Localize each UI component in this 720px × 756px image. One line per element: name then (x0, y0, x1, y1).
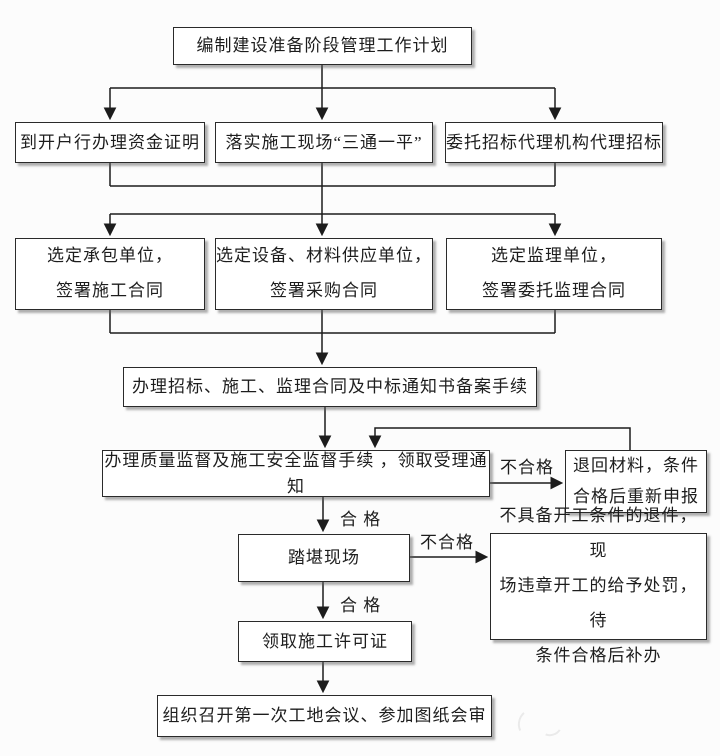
edge-plan-to-row2 (103, 65, 562, 121)
edge-row3-to-filing (109, 310, 556, 366)
edge-label-pass-2: 合 格 (340, 596, 382, 615)
edge-label-fail-2: 不合格 (420, 533, 474, 552)
node-select-contractor: 选定承包单位， 签署施工合同 (15, 238, 205, 310)
node-penalty: 不具备开工条件的退件，现 场违章开工的给予处罚，待 条件合格后补办 (490, 506, 707, 665)
node-fund-certificate: 到开户行办理资金证明 (15, 122, 205, 163)
edge-label-fail-1: 不合格 (500, 458, 554, 477)
node-construction-permit: 领取施工许可证 (238, 621, 412, 662)
edge-row2-to-row3 (103, 163, 562, 237)
edge-return-loop (368, 427, 631, 450)
node-bidding-agency: 委托招标代理机构代理招标 (445, 122, 663, 163)
node-site-visit: 踏堪现场 (238, 534, 410, 582)
node-select-supervisor: 选定监理单位， 签署委托监理合同 (446, 238, 662, 310)
node-return-material: 退回材料，条件 合格后重新申报 (565, 450, 707, 513)
node-plan: 编制建设准备阶段管理工作计划 (173, 27, 472, 65)
node-first-site-meeting: 组织召开第一次工地会议、参加图纸会审 (157, 695, 492, 737)
node-quality-supervision: 办理质量监督及施工安全监督手续 ，领取受理通知 (102, 450, 490, 497)
node-contract-filing: 办理招标、施工、监理合同及中标通知书备案手续 (123, 367, 537, 407)
edge-label-pass-1: 合 格 (340, 510, 382, 529)
node-three-supplies-one-level: 落实施工现场“三通一平” (215, 122, 433, 163)
node-select-supplier: 选定设备、材料供应单位， 签署采购合同 (215, 238, 433, 310)
